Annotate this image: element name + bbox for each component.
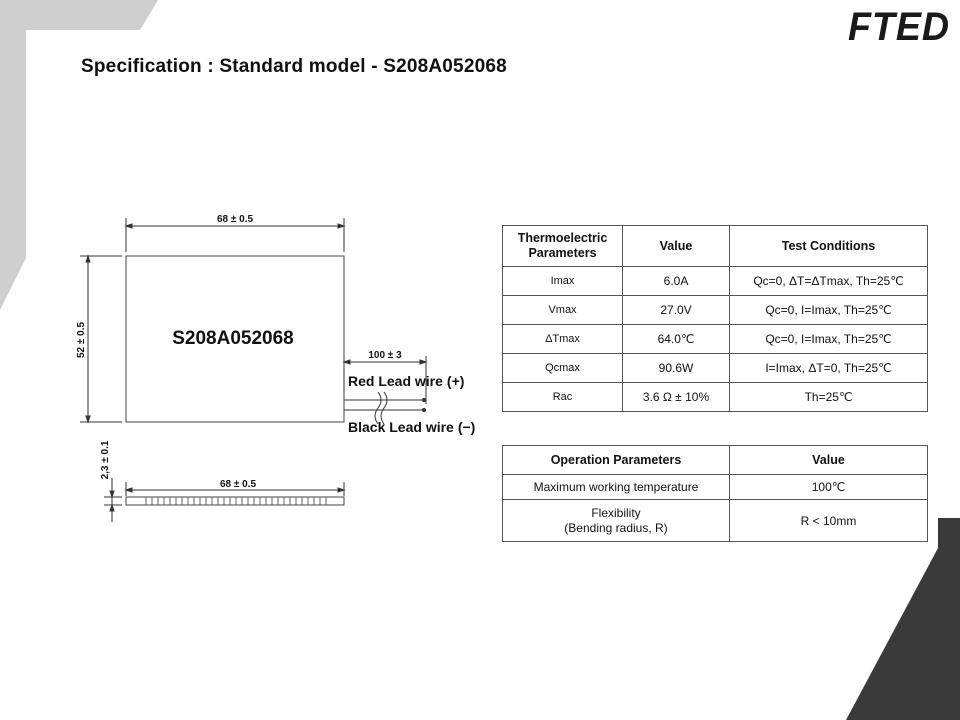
operation-table: Operation Parameters Value Maximum worki… bbox=[502, 445, 928, 542]
value-cell: 100℃ bbox=[729, 474, 928, 500]
param-line-1: Flexibility bbox=[591, 505, 641, 520]
param-line-2: (Bending radius, R) bbox=[564, 520, 668, 535]
value-cell: R < 10mm bbox=[729, 499, 928, 542]
black-lead-label: Black Lead wire(−) bbox=[348, 419, 475, 435]
table-header-row: Operation Parameters Value bbox=[502, 445, 928, 475]
param-cell: Imax bbox=[502, 266, 623, 296]
value-cell: 3.6 Ω ± 10% bbox=[622, 382, 730, 412]
wire-break-mark bbox=[374, 391, 388, 425]
condition-cell: Qc=0, I=Imax, Th=25℃ bbox=[729, 324, 928, 354]
param-cell: Qcmax bbox=[502, 353, 623, 383]
table-header-row: Thermoelectric Parameters Value Test Con… bbox=[502, 225, 928, 267]
param-cell: Maximum working temperature bbox=[502, 474, 730, 500]
dim-thickness-label: 2,3 ± 0.1 bbox=[100, 440, 111, 479]
table-row: Imax 6.0A Qc=0, ΔT=ΔTmax, Th=25℃ bbox=[502, 266, 928, 296]
value-cell: 90.6W bbox=[622, 353, 730, 383]
header-value: Value bbox=[729, 445, 928, 475]
module-side-view bbox=[125, 496, 345, 506]
table-row: Flexibility (Bending radius, R) R < 10mm bbox=[502, 499, 928, 542]
condition-cell: I=Imax, ΔT=0, Th=25℃ bbox=[729, 353, 928, 383]
value-cell: 6.0A bbox=[622, 266, 730, 296]
side-view-elements bbox=[145, 497, 327, 505]
corner-shape-top-left bbox=[0, 0, 158, 310]
logo-text: FTED bbox=[848, 5, 950, 46]
condition-cell: Th=25℃ bbox=[729, 382, 928, 412]
value-cell: 27.0V bbox=[622, 295, 730, 325]
table-row: Qcmax 90.6W I=Imax, ΔT=0, Th=25℃ bbox=[502, 353, 928, 383]
dim-width-bottom-label: 68 ± 0.5 bbox=[220, 479, 257, 490]
dim-height-label: 52 ± 0.5 bbox=[76, 322, 87, 359]
corner-shape-bottom-right bbox=[846, 518, 960, 720]
module-top-view bbox=[125, 255, 345, 423]
table-row: Rac 3.6 Ω ± 10% Th=25℃ bbox=[502, 382, 928, 412]
condition-cell: Qc=0, I=Imax, Th=25℃ bbox=[729, 295, 928, 325]
model-label: S208A052068 bbox=[172, 328, 294, 349]
thermoelectric-table: Thermoelectric Parameters Value Test Con… bbox=[502, 225, 928, 412]
header-test-conditions: Test Conditions bbox=[729, 225, 928, 267]
page-title: Specification : Standard model - S208A05… bbox=[81, 56, 507, 77]
dim-width-top-label: 68 ± 0.5 bbox=[217, 214, 254, 225]
red-lead-label: Red Lead wire(+) bbox=[348, 373, 464, 389]
table-row: Maximum working temperature 100℃ bbox=[502, 474, 928, 500]
header-operation-param: Operation Parameters bbox=[502, 445, 730, 475]
dim-lead-length-label: 100 ± 3 bbox=[368, 350, 402, 361]
param-cell: ΔTmax bbox=[502, 324, 623, 354]
param-cell: Flexibility (Bending radius, R) bbox=[502, 499, 730, 542]
header-thermo-param: Thermoelectric Parameters bbox=[502, 225, 623, 267]
header-value: Value bbox=[622, 225, 730, 267]
value-cell: 64.0℃ bbox=[622, 324, 730, 354]
company-logo: FTED bbox=[848, 5, 950, 46]
param-cell: Vmax bbox=[502, 295, 623, 325]
table-row: ΔTmax 64.0℃ Qc=0, I=Imax, Th=25℃ bbox=[502, 324, 928, 354]
param-cell: Rac bbox=[502, 382, 623, 412]
condition-cell: Qc=0, ΔT=ΔTmax, Th=25℃ bbox=[729, 266, 928, 296]
table-row: Vmax 27.0V Qc=0, I=Imax, Th=25℃ bbox=[502, 295, 928, 325]
